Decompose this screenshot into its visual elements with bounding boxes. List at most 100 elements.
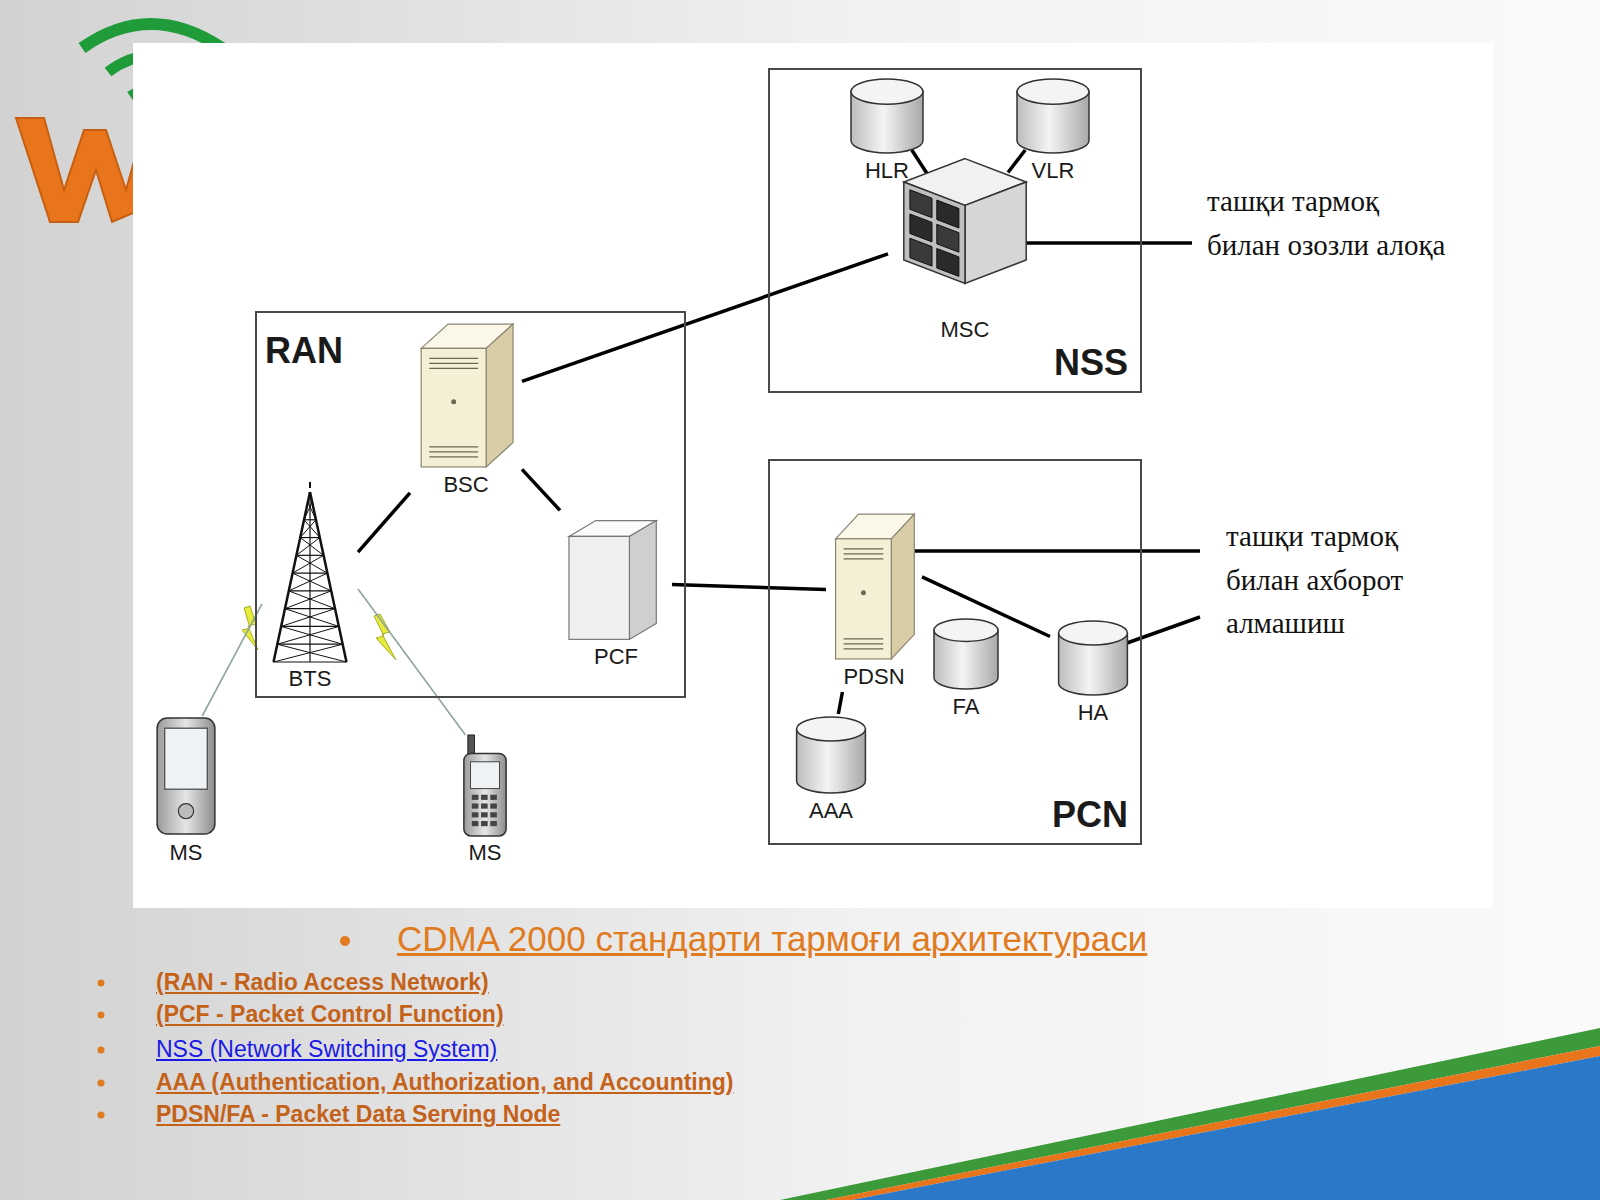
phone-key [472,821,479,826]
node-label: FA [951,693,982,723]
region-heading: PCN [1052,795,1140,843]
phone-screen [165,728,208,789]
cylinder-top [797,717,866,741]
tower-brace [281,626,339,627]
tower-brace [277,626,339,644]
tower-brace [293,573,332,591]
node-label: BTS [287,665,334,695]
tower-brace [300,520,316,538]
phone-key [490,821,497,826]
tower-brace [277,644,346,662]
glossary-item: AAA (Authentication, Authorization, and … [156,1069,734,1097]
icon-face [421,348,486,467]
database-node: FA [926,616,1006,722]
nss-region: NSSHLRVLRMSC [768,68,1142,393]
icon-face [569,536,629,639]
vent-line [429,368,478,369]
server-icon [836,514,915,659]
phone-key [490,795,497,800]
switch-node: MSC [888,150,1042,345]
vent-line [844,548,884,549]
network-link [522,254,888,381]
power-button [861,590,866,595]
node-icon [888,150,1042,315]
cube-window [937,224,959,252]
pda-icon [157,718,215,834]
node-icon [1008,76,1098,156]
cube-window [937,249,959,277]
pcn-region: PCNPDSNFAHAAAA [768,459,1142,845]
tower-brace [296,555,327,573]
network-link [522,469,560,510]
figure-caption: CDMA 2000 стандарти тармоғи архитектурас… [397,919,1147,959]
cube-icon [904,159,1026,284]
phone-key [490,803,497,808]
bullet [98,980,105,987]
node-label: HA [1076,699,1111,729]
cylinder-top [1017,79,1089,104]
node-icon [842,76,932,156]
corner-stripe [852,1056,1600,1200]
cube-window [910,190,932,218]
node-label: PCF [592,643,640,673]
network-link [1008,150,1025,172]
tower-brace [300,538,323,556]
external-note: ташқи тармоқ билан ахборот алмашиш [1226,515,1478,646]
corner-stripe [826,1046,1600,1200]
radio-bolt [374,614,396,660]
power-button [451,399,456,404]
cylinder-top [851,79,923,104]
ran-region: RAN BSC BTS PCF [255,311,686,698]
vent-line [844,558,884,559]
node-label: BSC [441,471,490,501]
vent-line [429,358,478,359]
tower-brace [304,502,312,520]
phone-key [472,795,479,800]
database-node: VLR [1008,76,1098,186]
region-heading: RAN [257,313,343,371]
external-link [1026,241,1192,245]
phone-key [490,812,497,817]
vent-line [429,451,478,452]
phone-key [481,812,488,817]
figure-panel [133,43,1493,908]
node-label: MS [467,839,504,869]
tower-brace [274,661,347,662]
icon-face [486,324,513,467]
node-icon [560,510,672,642]
cyl-icon [1017,79,1089,153]
tower-brace [285,609,339,627]
control-box: PCF [560,510,672,672]
tower-brace [281,626,343,644]
node-icon [410,318,522,470]
network-link [672,584,826,589]
node-label: AAA [807,797,855,827]
node-label: HLR [863,157,911,187]
external-link [1127,617,1200,643]
tower-brace [304,520,320,538]
tower-brace [281,609,335,627]
vent-line [429,363,478,364]
tower-brace [304,519,316,520]
radio-link [202,604,262,716]
node-label: MSC [939,316,992,346]
bullet [98,1112,105,1119]
node-icon [452,735,518,838]
node-label: VLR [1030,157,1077,187]
tower-brace [285,608,335,609]
tower-icon [274,482,347,662]
tower-brace [274,644,343,662]
glossary-item: NSS (Network Switching System) [156,1036,497,1064]
mobile-station: MS [452,735,518,868]
database-node: HLR [842,76,932,186]
cylinder-top [934,619,998,641]
vent-line [844,648,884,649]
mobile-station: MS [148,716,224,868]
tower-brace [308,502,316,520]
tower-brace [296,538,319,556]
glossary-item: (RAN - Radio Access Network) [156,969,489,997]
cylinder-top [1059,621,1128,645]
database-node: AAA [788,714,874,826]
external-note: ташқи тармоқ билан озозли алоқа [1207,180,1452,267]
phone-key [481,795,488,800]
